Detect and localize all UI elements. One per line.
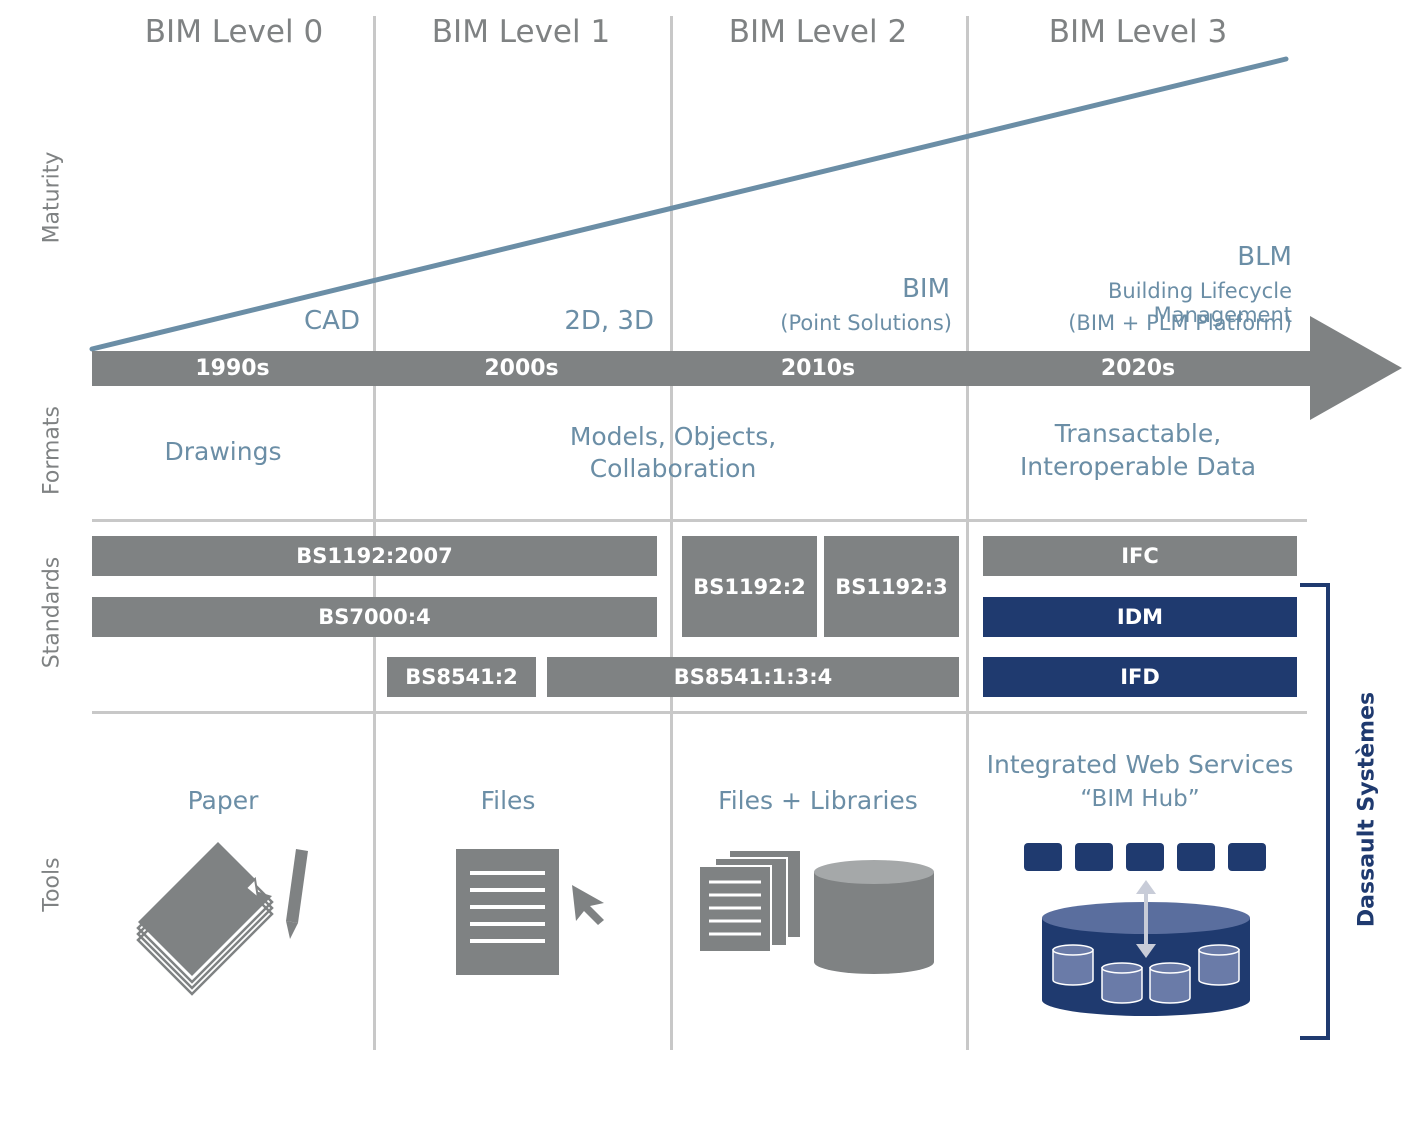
row-label-tools: Tools [39,857,65,912]
era-bim-sub: (Point Solutions) [780,311,952,335]
maturity-line [89,56,1289,352]
level-3-title: BIM Level 3 [1048,14,1228,50]
dassault-label: Dassault Systèmes [1354,691,1380,928]
divider-level-1-2 [670,16,673,1050]
decade-1990s: 1990s [195,356,270,381]
standard-idm: IDM [983,597,1297,637]
decade-2010s: 2010s [780,356,856,381]
documents-stack-icon [698,849,802,953]
divider-standards-tools [92,711,1307,714]
standard-ifc: IFC [983,536,1297,576]
standard-bs8541-1-3-4: BS8541:1:3:4 [547,657,959,697]
divider-level-0-1 [373,16,376,1050]
standard-bs1192-3: BS1192:3 [824,536,959,637]
decade-2000s: 2000s [484,356,559,381]
row-label-standards: Standards [39,556,65,669]
era-blm-sub-2: (BIM + PLM Platform) [1068,311,1292,335]
era-blm-sub-1: Building Lifecycle Management [1108,279,1292,327]
format-drawings: Drawings [164,437,282,466]
divider-formats-standards [92,519,1307,522]
tool-paper-label: Paper [187,786,259,815]
standard-bs1192-2007: BS1192:2007 [92,536,657,576]
era-cad: CAD [304,306,360,336]
tool-bim-hub-label: “BIM Hub” [1080,786,1200,812]
era-bim: BIM [902,274,950,304]
tool-files-label: Files [480,786,536,815]
format-data-line1: Transactable, [1054,419,1222,448]
decade-2020s: 2020s [1100,356,1176,381]
tool-files-libraries-label: Files + Libraries [718,786,918,815]
standard-bs1192-2: BS1192:2 [682,536,817,637]
era-blm: BLM [1237,242,1292,272]
cursor-icon [572,885,604,925]
dassault-bracket [1300,583,1330,1040]
era-2d-3d: 2D, 3D [564,306,654,336]
database-icon [814,860,934,974]
format-models-line2: Collaboration [589,454,757,483]
maturity-diagram [89,56,1402,420]
bim-hub-icon [1024,843,1266,1016]
level-2-title: BIM Level 2 [728,14,908,50]
paper-stack-icon [136,842,274,996]
divider-level-2-3 [966,16,969,1050]
level-0-title: BIM Level 0 [144,14,324,50]
standard-ifd: IFD [983,657,1297,697]
standard-bs7000-4: BS7000:4 [92,597,657,637]
level-1-title: BIM Level 1 [431,14,611,50]
timeline-arrow [92,316,1402,420]
tool-web-services-label: Integrated Web Services [986,750,1294,779]
pencil-icon [286,849,308,939]
document-icon [456,849,559,975]
format-models-line1: Models, Objects, [569,422,777,451]
format-data-line2: Interoperable Data [1019,452,1257,481]
standard-bs8541-2: BS8541:2 [387,657,536,697]
